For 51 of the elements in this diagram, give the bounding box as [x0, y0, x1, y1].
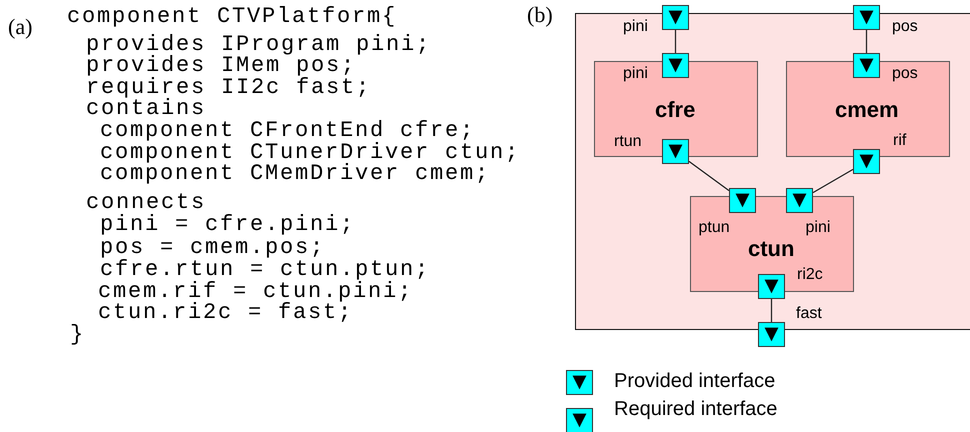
platform-box	[575, 13, 970, 330]
port-label: fast	[796, 305, 822, 323]
component-box	[786, 60, 950, 156]
interface-port	[786, 188, 812, 212]
code-line: connects	[86, 192, 206, 214]
code-line: ctun.ri2c = fast;	[98, 302, 354, 324]
port-label: ptun	[698, 218, 730, 236]
interface-port	[852, 52, 880, 78]
code-line: pos = cmem.pos;	[100, 237, 326, 259]
panel-label: (b)	[527, 3, 553, 27]
code-line: provides IProgram pini;	[86, 34, 432, 56]
interface-port	[662, 5, 689, 30]
interface-port	[853, 5, 880, 30]
code-line: cfre.rtun = ctun.ptun;	[100, 259, 430, 281]
port-label: pini	[623, 18, 648, 36]
code-line: }	[70, 324, 86, 346]
port-label: pini	[806, 218, 830, 236]
connector-line	[812, 168, 854, 194]
code-line: component CTVPlatform{	[67, 6, 398, 28]
component-name: cfre	[655, 98, 696, 122]
component-box	[690, 196, 854, 292]
code-line: pini = cfre.pini;	[100, 214, 356, 236]
connector-line	[688, 160, 730, 192]
legend-text: Provided interface	[614, 370, 776, 392]
port-label: pini	[623, 65, 648, 83]
legend-text: Required interface	[614, 398, 778, 420]
component-name: ctun	[748, 236, 794, 260]
port-label: pos	[892, 65, 918, 83]
code-line: component CTunerDriver ctun;	[100, 142, 520, 164]
component-box	[594, 60, 758, 156]
port-label: pos	[892, 18, 918, 36]
interface-port	[662, 52, 688, 78]
interface-port	[758, 322, 785, 347]
panel-label: (a)	[8, 15, 32, 39]
interface-port	[758, 274, 784, 298]
interface-port	[852, 148, 880, 174]
port-label: rif	[893, 132, 906, 150]
connector-line	[866, 30, 868, 53]
port-label: rtun	[614, 133, 642, 151]
code-line: component CMemDriver cmem;	[100, 163, 490, 185]
code-line: component CFrontEnd cfre;	[100, 120, 476, 142]
interface-port	[728, 188, 756, 212]
connector-line	[674, 30, 676, 53]
port-label: ri2c	[797, 266, 823, 284]
connector-line	[770, 299, 772, 322]
code-line: contains	[86, 98, 206, 120]
code-line: requires II2c fast;	[86, 77, 372, 99]
component-name: cmem	[835, 98, 899, 122]
code-line: cmem.rif = ctun.pini;	[98, 281, 414, 303]
interface-port	[662, 138, 688, 164]
code-line: provides IMem pos;	[86, 55, 356, 77]
